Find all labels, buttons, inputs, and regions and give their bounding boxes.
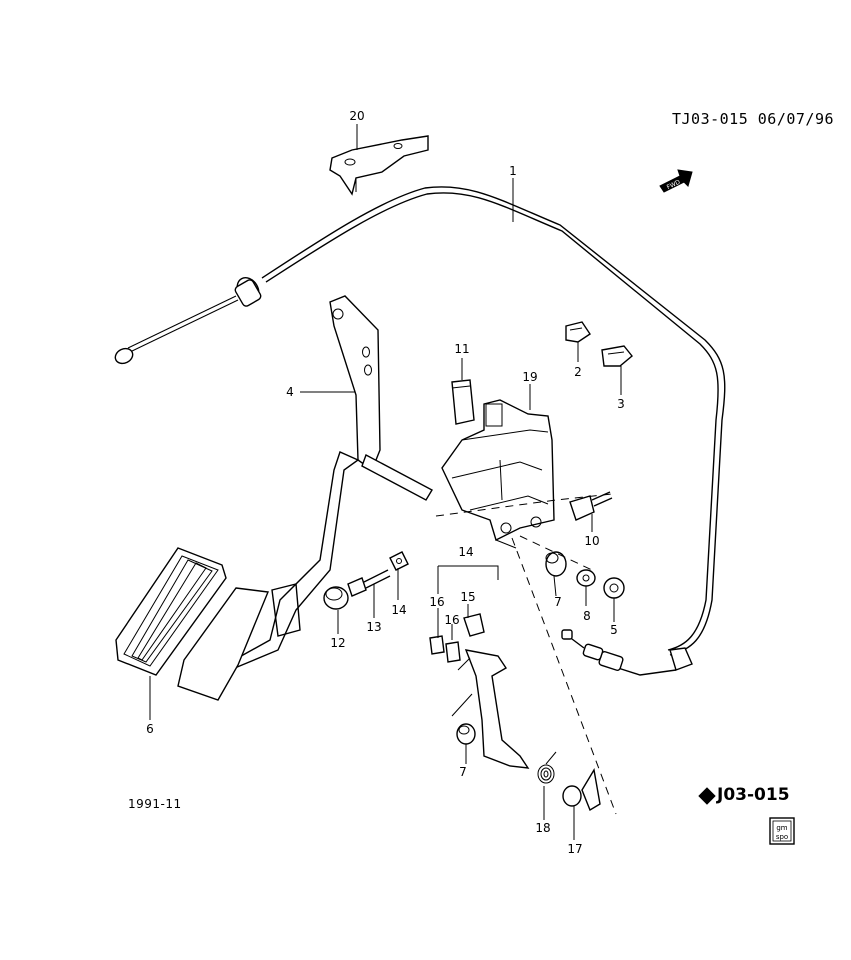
callout-8: 8 bbox=[583, 609, 591, 623]
callout-14: 14 bbox=[458, 545, 473, 559]
part-10-cushion bbox=[451, 379, 475, 425]
callout-20: 20 bbox=[349, 109, 364, 123]
part-8-washer bbox=[576, 569, 596, 587]
fwd-arrow-icon: FWD bbox=[659, 169, 693, 193]
part-20-bracket bbox=[329, 135, 429, 196]
part-2-clip bbox=[565, 321, 591, 343]
part-6-pedal-pad bbox=[115, 547, 269, 701]
part-15-clip bbox=[463, 613, 485, 637]
callout-7-lower: 7 bbox=[459, 765, 467, 779]
part-17-pin bbox=[562, 768, 601, 812]
part-12-bolt bbox=[347, 569, 391, 597]
callout-18: 18 bbox=[535, 821, 550, 835]
callout-9: 10 bbox=[584, 534, 599, 548]
callout-labels: 20 1 2 3 4 11 19 10 14 7 8 5 15 16 16 12… bbox=[146, 109, 625, 856]
leader-lines bbox=[149, 124, 622, 840]
section-code-text: J03-015 bbox=[716, 785, 790, 805]
callout-15: 15 bbox=[460, 590, 475, 604]
callout-19: 19 bbox=[522, 370, 537, 384]
part-11-stopper bbox=[323, 586, 349, 610]
part-18-spring bbox=[537, 751, 557, 784]
part-5-clip bbox=[603, 577, 625, 599]
callout-11: 12 bbox=[330, 636, 345, 650]
badge-top-text: gm bbox=[776, 824, 787, 832]
callout-3: 3 bbox=[617, 397, 625, 411]
part-3-clip bbox=[601, 345, 633, 367]
part-19-bracket bbox=[441, 399, 555, 549]
accelerator-cable bbox=[114, 186, 726, 676]
gm-spo-badge: gm spo bbox=[769, 817, 795, 845]
callout-5: 5 bbox=[610, 623, 618, 637]
part-13-nut bbox=[389, 551, 409, 571]
part-16-bushing bbox=[429, 635, 461, 663]
callout-10: 11 bbox=[454, 342, 469, 356]
callout-16-right: 16 bbox=[444, 613, 459, 627]
callout-1: 1 bbox=[509, 164, 517, 178]
callout-4: 4 bbox=[286, 385, 294, 399]
drawing-id: TJ03-015 06/07/96 bbox=[672, 110, 835, 128]
callout-13: 14 bbox=[391, 603, 406, 617]
lower-lever bbox=[451, 649, 530, 769]
section-code: J03-015 bbox=[698, 785, 790, 805]
part-9-bolt bbox=[569, 491, 613, 521]
callout-16-left: 16 bbox=[429, 595, 444, 609]
callout-12: 13 bbox=[366, 620, 381, 634]
part-7-bushing-upper bbox=[545, 551, 567, 577]
date-code: 1991-11 bbox=[128, 797, 182, 811]
badge-bottom-text: spo bbox=[776, 833, 788, 841]
callout-7-upper: 7 bbox=[554, 595, 562, 609]
callout-2: 2 bbox=[574, 365, 582, 379]
callout-6: 6 bbox=[146, 722, 154, 736]
callout-17: 17 bbox=[567, 842, 582, 856]
